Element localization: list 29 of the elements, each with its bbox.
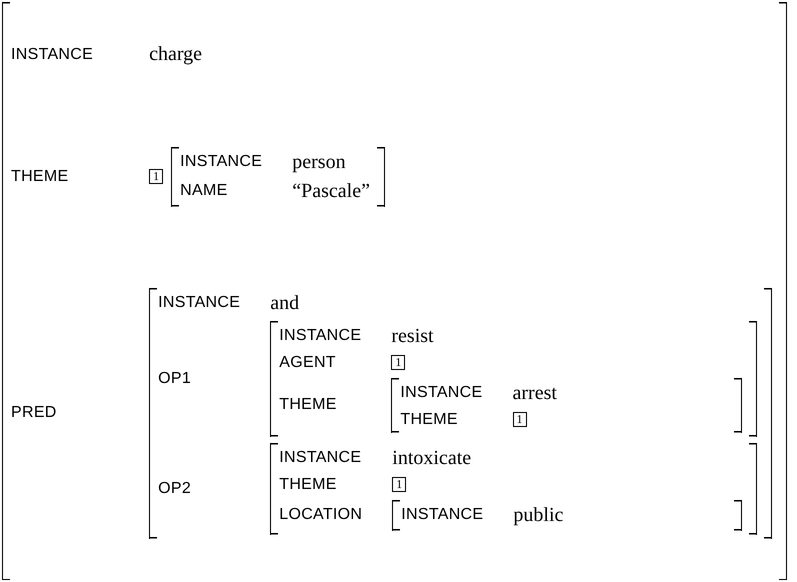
feature-name: OP1 xyxy=(158,370,192,388)
feature-name: INSTANCE xyxy=(180,153,262,172)
feature-value: “Pascale” xyxy=(292,180,370,203)
feature-name: INSTANCE xyxy=(401,506,484,524)
feature-name: LOCATION xyxy=(279,506,362,524)
feature-value: intoxicate xyxy=(392,446,472,470)
coreference-tag: 1 xyxy=(149,169,164,184)
feature-name: NAME xyxy=(180,182,229,200)
feature-name: THEME xyxy=(400,410,459,429)
feature-value: arrest xyxy=(512,382,557,405)
feature-name: INSTANCE xyxy=(158,294,240,312)
feature-name: INSTANCE xyxy=(400,384,482,402)
feature-name: THEME xyxy=(11,168,70,186)
feature-name: THEME xyxy=(279,476,338,494)
feature-value: charge xyxy=(149,43,202,66)
feature-name: INSTANCE xyxy=(279,449,362,468)
feature-value: and xyxy=(270,292,300,315)
feature-value: person xyxy=(292,150,346,174)
feature-value: public xyxy=(513,504,564,527)
feature-name: OP2 xyxy=(158,480,192,498)
coreference-tag: 1 xyxy=(391,355,406,370)
feature-name: INSTANCE xyxy=(11,46,94,64)
feature-name: AGENT xyxy=(279,354,337,372)
coreference-tag: 1 xyxy=(392,477,406,492)
feature-value: resist xyxy=(391,324,434,348)
feature-name: THEME xyxy=(279,396,338,414)
feature-name: PRED xyxy=(11,404,58,422)
feature-name: INSTANCE xyxy=(279,327,362,346)
coreference-tag: 1 xyxy=(512,412,526,428)
